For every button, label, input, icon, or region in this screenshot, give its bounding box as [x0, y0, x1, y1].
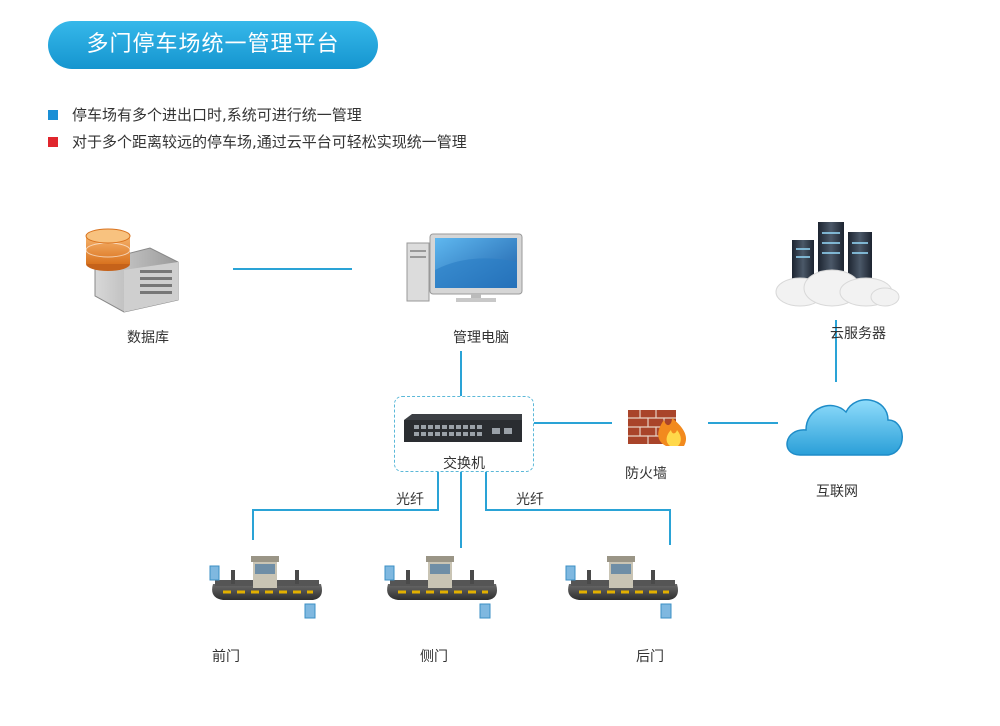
- bullet-item: 停车场有多个进出口时,系统可进行统一管理: [48, 104, 362, 125]
- bullet-text: 停车场有多个进出口时,系统可进行统一管理: [72, 106, 362, 124]
- cloud-server-label: 云服务器: [830, 326, 886, 342]
- pc-label: 管理电脑: [453, 330, 509, 346]
- database-label: 数据库: [127, 330, 169, 346]
- fiber-label-left: 光纤: [396, 492, 424, 508]
- database-server-icon: [85, 228, 179, 313]
- page-title: 多门停车场统一管理平台: [48, 21, 378, 69]
- firewall-label: 防火墙: [625, 466, 667, 482]
- gate-rear-label: 后门: [636, 649, 664, 665]
- gate-front-label: 前门: [212, 649, 240, 665]
- cloud-server-icon: [775, 222, 900, 307]
- switch-label: 交换机: [443, 456, 485, 472]
- gate-side-icon: [384, 556, 497, 619]
- bullet-text: 对于多个距离较远的停车场,通过云平台可轻松实现统一管理: [72, 133, 467, 151]
- gate-side-label: 侧门: [420, 649, 448, 665]
- line-switch-front-gate: [252, 472, 439, 540]
- computer-icon: [406, 233, 523, 302]
- bullet-item: 对于多个距离较远的停车场,通过云平台可轻松实现统一管理: [48, 131, 467, 152]
- switch-frame: [394, 396, 534, 472]
- gate-front-icon: [209, 556, 322, 619]
- red-square-icon: [48, 136, 58, 147]
- line-switch-rear-gate: [485, 472, 671, 545]
- fiber-label-right: 光纤: [516, 492, 544, 508]
- internet-label: 互联网: [816, 484, 858, 500]
- internet-cloud-icon: [786, 399, 903, 456]
- firewall-icon: [628, 410, 687, 446]
- network-switch-icon: [404, 414, 522, 442]
- blue-square-icon: [48, 109, 58, 120]
- connection-lines: [233, 268, 837, 548]
- gate-rear-icon: [565, 556, 678, 619]
